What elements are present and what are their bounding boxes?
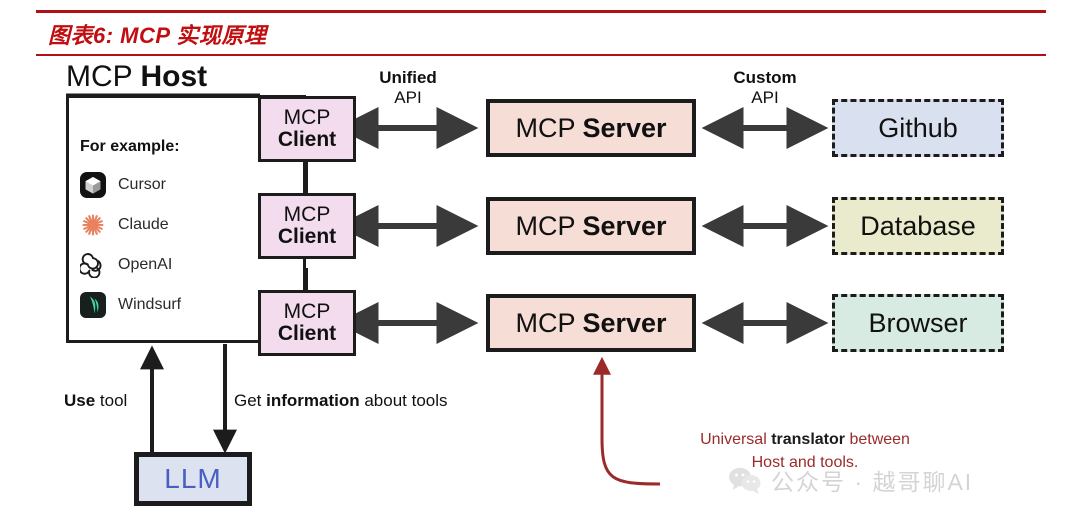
example-label: Claude	[118, 216, 169, 233]
connector-layer	[66, 93, 829, 486]
annotation-line1: Universal translator between	[700, 431, 910, 448]
llm-box[interactable]: LLM	[134, 452, 252, 506]
tool-label: Database	[860, 210, 976, 241]
example-label: Cursor	[118, 176, 167, 193]
translator-annotation: Universal translator between Host and to…	[655, 428, 955, 474]
server-text: MCP Server	[515, 112, 667, 143]
client-line2: Client	[277, 225, 337, 248]
server-text: MCP Server	[515, 210, 667, 241]
client-line1: MCP	[283, 105, 331, 129]
for-example-label: For example:	[80, 138, 180, 155]
llm-label: LLM	[164, 463, 222, 494]
mcp-server-box-1[interactable]: MCP Server	[486, 99, 696, 157]
unified-api-top: Unified	[379, 68, 437, 87]
custom-api-bottom: API	[751, 87, 779, 107]
page-title: 图表6: MCP 实现原理	[48, 23, 267, 48]
client-line1: MCP	[283, 299, 331, 323]
annotation-line2: Host and tools.	[751, 454, 859, 472]
tool-box-database[interactable]: Database	[832, 197, 1004, 255]
tool-box-github[interactable]: Github	[832, 99, 1004, 157]
client-line2: Client	[277, 322, 337, 345]
mcp-client-box-1[interactable]: MCP Client	[258, 96, 356, 162]
get-information-label: Get information about tools	[234, 391, 448, 410]
host-label-bold: Host	[140, 60, 208, 93]
mcp-architecture-diagram: MCP Host For example: Cursor C	[0, 56, 1080, 526]
mcp-host-label: MCP Host	[66, 60, 207, 94]
wechat-icon	[729, 467, 761, 494]
claude-icon	[82, 214, 104, 236]
list-item-windsurf[interactable]: Windsurf	[80, 288, 270, 322]
unified-api-bottom: API	[394, 87, 422, 107]
tool-box-browser[interactable]: Browser	[832, 294, 1004, 352]
example-label: OpenAI	[118, 256, 173, 273]
client-line1: MCP	[283, 202, 331, 226]
mcp-client-box-2[interactable]: MCP Client	[258, 193, 356, 259]
client-line2: Client	[277, 128, 337, 151]
custom-api-label: Custom API	[705, 68, 825, 107]
tool-label: Github	[878, 112, 958, 143]
custom-api-top: Custom	[733, 68, 797, 87]
server-text: MCP Server	[515, 307, 667, 338]
openai-icon	[80, 253, 102, 278]
tool-label: Browser	[868, 307, 968, 338]
mcp-server-box-2[interactable]: MCP Server	[486, 197, 696, 255]
cursor-icon	[80, 172, 106, 198]
title-rule-band	[36, 10, 1046, 56]
list-item-claude[interactable]: Claude	[80, 208, 270, 242]
mcp-client-box-3[interactable]: MCP Client	[258, 290, 356, 356]
list-item-openai[interactable]: OpenAI	[80, 248, 270, 282]
watermark-text: 公众号 · 越哥聊AI	[771, 469, 974, 495]
list-item-cursor[interactable]: Cursor	[80, 168, 270, 202]
windsurf-icon	[80, 292, 106, 318]
mcp-server-box-3[interactable]: MCP Server	[486, 294, 696, 352]
host-label-plain: MCP	[66, 60, 141, 93]
watermark: 公众号 · 越哥聊AI	[728, 463, 973, 497]
unified-api-label: Unified API	[348, 68, 468, 107]
example-label: Windsurf	[118, 296, 182, 313]
use-tool-label: Use tool	[64, 391, 128, 410]
